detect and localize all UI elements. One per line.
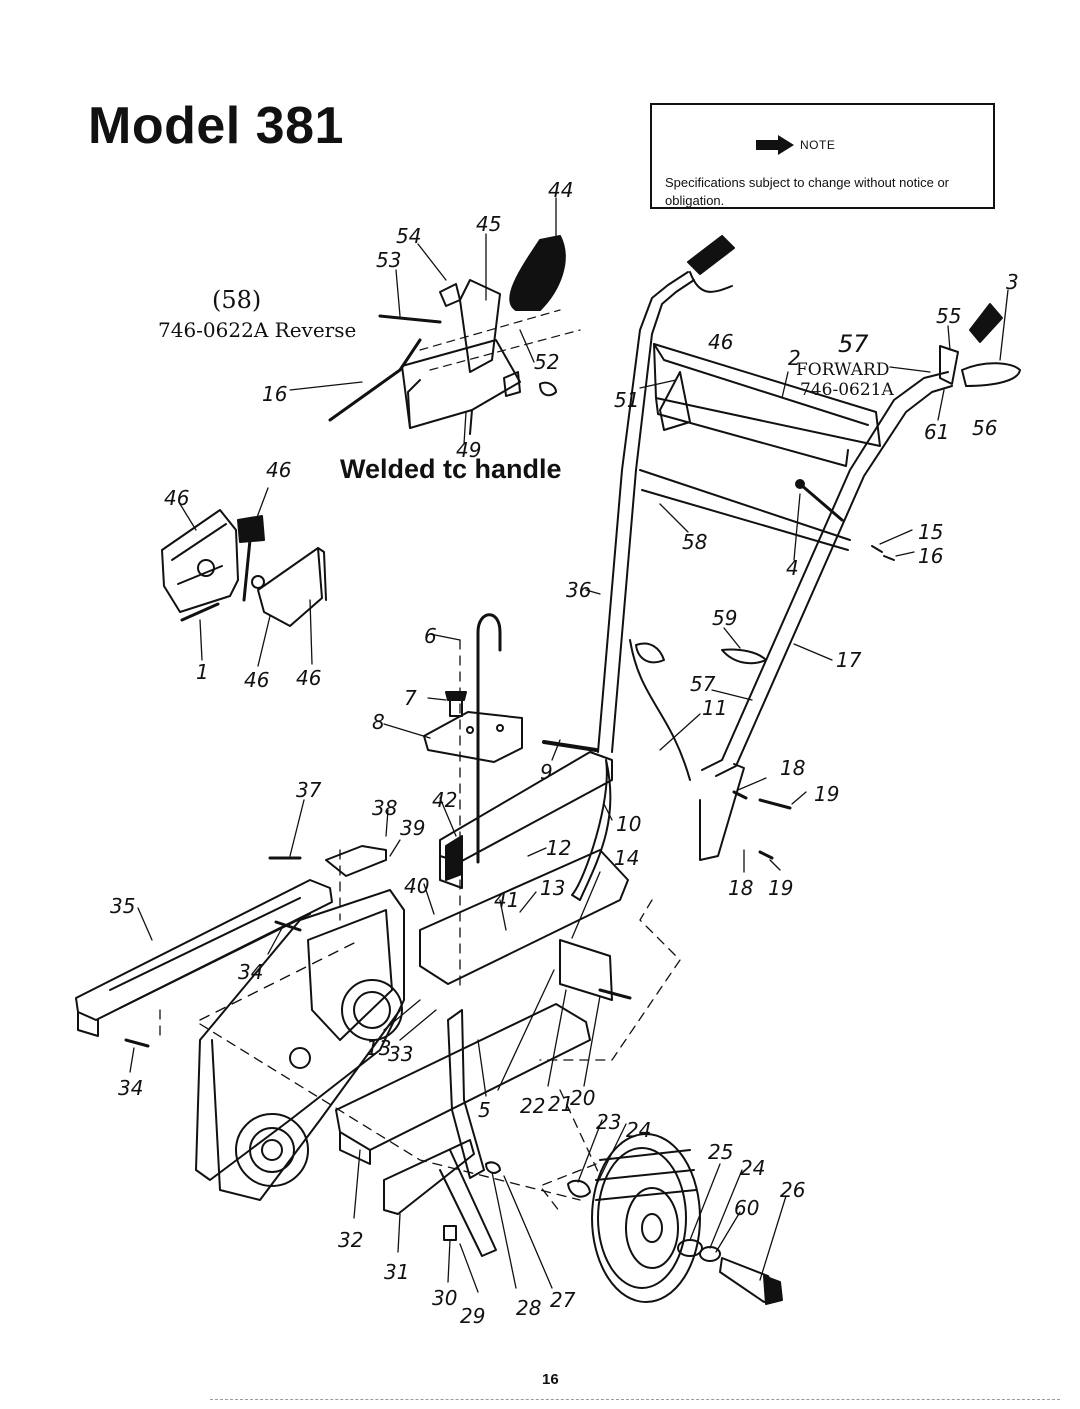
- callout-leaders: [129, 197, 1009, 1293]
- callout-4: 4: [786, 556, 799, 580]
- main-frame: [75, 751, 632, 1257]
- note-text: Specifications subject to change without…: [665, 175, 950, 208]
- callout-28: 28: [516, 1296, 542, 1320]
- callout-13-top: 13: [540, 876, 566, 900]
- callout-40: 40: [404, 874, 430, 898]
- callout-19-bottom: 19: [768, 876, 794, 900]
- callout-1: 1: [196, 660, 209, 684]
- wheel-assembly: [443, 1133, 783, 1305]
- depth-stake-assembly: [423, 613, 598, 864]
- callout-45: 45: [476, 212, 502, 236]
- callout-8: 8: [372, 710, 385, 734]
- callout-60: 60: [734, 1196, 760, 1220]
- callout-6: 6: [424, 624, 437, 648]
- callout-42: 42: [432, 788, 458, 812]
- shift-lever-detail: [328, 235, 581, 435]
- bottom-rule: [210, 1399, 1060, 1400]
- bracket-detail: [161, 509, 327, 627]
- gear-case: [195, 889, 405, 1201]
- callout-54: 54: [396, 224, 422, 248]
- forward-label: Forward: [796, 360, 890, 380]
- callout-5: 5: [478, 1098, 491, 1122]
- callout-49: 49: [456, 438, 482, 462]
- assembly-lines: [159, 639, 681, 1213]
- callout-16-top: 16: [262, 382, 288, 406]
- callout-41: 41: [494, 888, 520, 912]
- callout-30: 30: [432, 1286, 458, 1310]
- callout-9: 9: [540, 760, 553, 784]
- callout-18-bottom: 18: [728, 876, 754, 900]
- callout-33: 33: [388, 1042, 414, 1066]
- callout-51: 51: [614, 388, 640, 412]
- callout-57-mid: 57: [690, 672, 716, 696]
- callout-34-left: 34: [118, 1076, 144, 1100]
- note-header: NOTE: [756, 135, 835, 155]
- callout-7: 7: [404, 686, 417, 710]
- callout-53: 53: [376, 248, 402, 272]
- callout-59: 59: [712, 606, 738, 630]
- callout-19-top: 19: [814, 782, 840, 806]
- callout-31: 31: [384, 1260, 410, 1284]
- callout-57-top: 57: [838, 330, 869, 358]
- reverse-ref-label: (58): [212, 286, 262, 314]
- callout-15: 15: [918, 520, 944, 544]
- callout-36: 36: [566, 578, 592, 602]
- callout-12: 12: [546, 836, 572, 860]
- reverse-part-label: 746-0622A Reverse: [158, 318, 357, 342]
- callout-56: 56: [972, 416, 998, 440]
- callout-18-top: 18: [780, 756, 806, 780]
- callout-26: 26: [780, 1178, 806, 1202]
- page-title: Model 381: [88, 97, 344, 155]
- callout-38: 38: [372, 796, 398, 820]
- callout-16-right: 16: [918, 544, 944, 568]
- note-label: NOTE: [800, 138, 836, 152]
- callout-55: 55: [936, 304, 962, 328]
- callout-46-d: 46: [296, 666, 322, 690]
- callout-24-top: 24: [626, 1118, 652, 1142]
- forward-part-label: 746-0621A: [800, 380, 894, 400]
- callout-13-bottom: 13: [366, 1036, 392, 1060]
- callout-20: 20: [570, 1086, 596, 1110]
- callout-39: 39: [400, 816, 426, 840]
- callout-27: 27: [550, 1288, 576, 1312]
- callout-24-right: 24: [740, 1156, 766, 1180]
- page-number: 16: [542, 1371, 559, 1388]
- callout-46-e: 46: [708, 330, 734, 354]
- callout-58: 58: [682, 530, 708, 554]
- callout-11: 11: [702, 696, 728, 720]
- callout-21: 21: [548, 1092, 574, 1116]
- callout-17: 17: [836, 648, 862, 672]
- callout-61: 61: [924, 420, 950, 444]
- callout-25: 25: [708, 1140, 734, 1164]
- callout-23: 23: [596, 1110, 622, 1134]
- callout-34-mid: 34: [238, 960, 264, 984]
- callout-37: 37: [296, 778, 322, 802]
- arrow-right-icon: [756, 135, 794, 155]
- callout-44: 44: [548, 178, 574, 202]
- callout-10: 10: [616, 812, 642, 836]
- callout-46-c: 46: [244, 668, 270, 692]
- callout-3: 3: [1006, 270, 1019, 294]
- callout-46-a: 46: [266, 458, 292, 482]
- welded-annotation: Welded tc handle: [340, 454, 562, 484]
- callout-2: 2: [788, 346, 801, 370]
- handle-assembly: [571, 235, 1021, 901]
- callout-46-b: 46: [164, 486, 190, 510]
- callout-14: 14: [614, 846, 640, 870]
- callout-52: 52: [534, 350, 560, 374]
- callout-35: 35: [110, 894, 136, 918]
- note-box: NOTE Specifications subject to change wi…: [650, 103, 995, 209]
- callout-29: 29: [460, 1304, 486, 1328]
- callout-32: 32: [338, 1228, 364, 1252]
- callout-22: 22: [520, 1094, 546, 1118]
